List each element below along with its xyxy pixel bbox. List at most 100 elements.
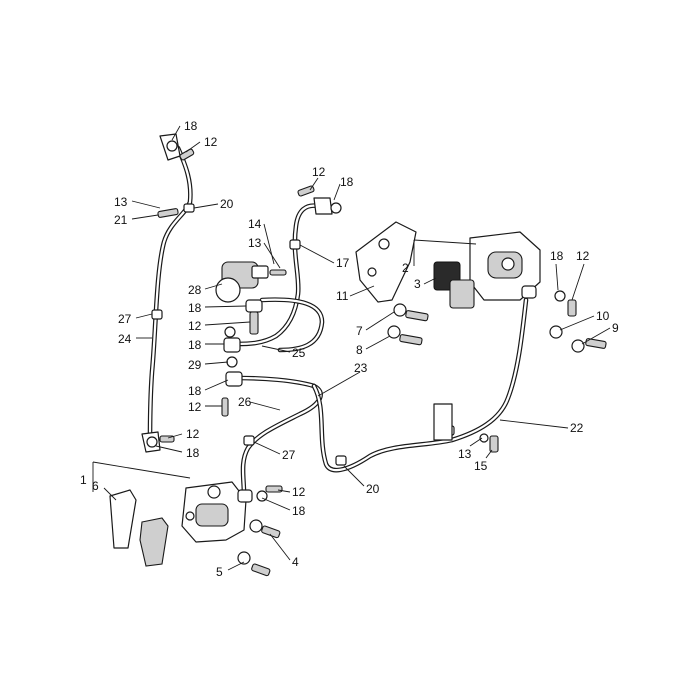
leader-14 xyxy=(263,223,275,265)
callout-3: 3 xyxy=(414,277,421,291)
rear-fitting-washer xyxy=(554,290,566,302)
bracket-plate xyxy=(355,221,417,303)
left-lower-washer xyxy=(146,436,158,448)
top-center-bolt xyxy=(297,185,315,197)
leader-18c xyxy=(204,305,247,308)
brake-pipe-26-inner xyxy=(236,376,322,496)
caliper-banjo-fitting xyxy=(237,485,283,503)
caliper-mount-hole xyxy=(185,511,195,521)
washer-7 xyxy=(393,303,407,317)
front-brake-pads xyxy=(109,489,169,567)
leader-12a xyxy=(185,141,201,153)
leader-20b xyxy=(343,465,365,487)
leader-13a xyxy=(131,200,161,209)
washer-9 xyxy=(571,339,585,353)
bolt-15 xyxy=(489,435,499,453)
rear-pad-b xyxy=(449,279,475,309)
bolt-5 xyxy=(251,563,271,577)
switch-terminal xyxy=(251,265,269,279)
brake-pad-left-b xyxy=(139,517,169,567)
callout-10: 10 xyxy=(596,309,610,323)
callout-12g: 12 xyxy=(576,249,590,263)
pipe-clip-20-right xyxy=(335,455,347,466)
bolt-7 xyxy=(405,310,429,322)
leader-18b xyxy=(333,183,341,201)
junction-fittings-stack xyxy=(221,299,263,417)
brake-pipes xyxy=(147,145,529,497)
leader-2b xyxy=(413,239,477,245)
caliper-fitting-washer xyxy=(256,490,268,502)
leader-4 xyxy=(269,533,291,561)
callout-18e: 18 xyxy=(188,384,202,398)
callout-18f: 18 xyxy=(186,446,200,460)
washer-5 xyxy=(237,551,251,565)
pipe-bracket-plate xyxy=(433,403,453,441)
callout-1: 1 xyxy=(80,473,87,487)
washer-8 xyxy=(387,325,401,339)
leader-18e xyxy=(204,379,229,391)
callout-25: 25 xyxy=(292,346,306,360)
caliper-fitting-body xyxy=(237,489,253,503)
junction-fitting-middle xyxy=(223,337,241,353)
leader-18a xyxy=(171,125,181,141)
callout-12c: 12 xyxy=(188,319,202,333)
pipe-clip-17 xyxy=(289,239,301,250)
callout-7: 7 xyxy=(356,324,363,338)
rear-caliper-bleed xyxy=(501,257,515,271)
callout-28: 28 xyxy=(188,283,202,297)
callout-12d: 12 xyxy=(188,400,202,414)
leader-11 xyxy=(349,285,375,297)
leader-13c xyxy=(469,437,483,447)
leader-lines xyxy=(92,125,611,571)
leader-13b xyxy=(263,242,281,269)
leader-18f xyxy=(155,445,183,453)
top-left-banjo-fitting xyxy=(159,133,195,161)
callout-5: 5 xyxy=(216,565,223,579)
leader-9 xyxy=(581,327,611,345)
rear-bracket-bolts xyxy=(387,303,607,353)
top-center-fitting-body xyxy=(313,197,333,215)
junction-fitting-lower xyxy=(225,371,243,387)
leader-12b xyxy=(309,177,319,191)
callout-29: 29 xyxy=(188,358,202,372)
caliper-mounting-bolts xyxy=(237,519,281,577)
callout-27b: 27 xyxy=(282,448,296,462)
leader-27a xyxy=(135,313,153,319)
callout-27a: 27 xyxy=(118,312,132,326)
leader-6 xyxy=(103,487,117,501)
junction-washer-b xyxy=(226,356,238,368)
junction-bolt-upper xyxy=(249,311,259,335)
callout-13a: 13 xyxy=(114,195,128,209)
junction-fitting-upper xyxy=(245,299,263,313)
callout-12f: 12 xyxy=(292,485,306,499)
callout-18d: 18 xyxy=(188,338,202,352)
leader-25 xyxy=(261,345,291,353)
leader-1-top xyxy=(92,461,191,479)
callout-labels: 18 12 13 21 20 12 18 14 13 17 28 18 12 1… xyxy=(80,119,619,579)
front-brake-caliper xyxy=(181,481,247,543)
callout-13c: 13 xyxy=(458,447,472,461)
callout-12a: 12 xyxy=(204,135,218,149)
pipe-clip-27-center xyxy=(243,435,255,446)
junction-washer-a xyxy=(224,326,236,338)
callout-20a: 20 xyxy=(220,197,234,211)
callout-17: 17 xyxy=(336,256,350,270)
leader-8 xyxy=(365,335,391,350)
top-center-banjo-fitting xyxy=(297,185,342,215)
callout-12e: 12 xyxy=(186,427,200,441)
callout-9: 9 xyxy=(612,321,619,335)
brake-pipe-25-inner xyxy=(260,298,324,352)
leader-12e xyxy=(167,433,183,439)
callout-14: 14 xyxy=(248,217,262,231)
pipe-bracket-22 xyxy=(433,403,499,453)
brake-pad-left-a xyxy=(109,489,137,549)
callout-12b: 12 xyxy=(312,165,326,179)
leader-26 xyxy=(249,401,281,411)
rear-brake-pads xyxy=(433,261,475,309)
callout-8: 8 xyxy=(356,343,363,357)
switch-bolt xyxy=(269,269,287,276)
leader-29 xyxy=(204,361,229,365)
callout-4: 4 xyxy=(292,555,299,569)
leader-5 xyxy=(227,561,245,571)
